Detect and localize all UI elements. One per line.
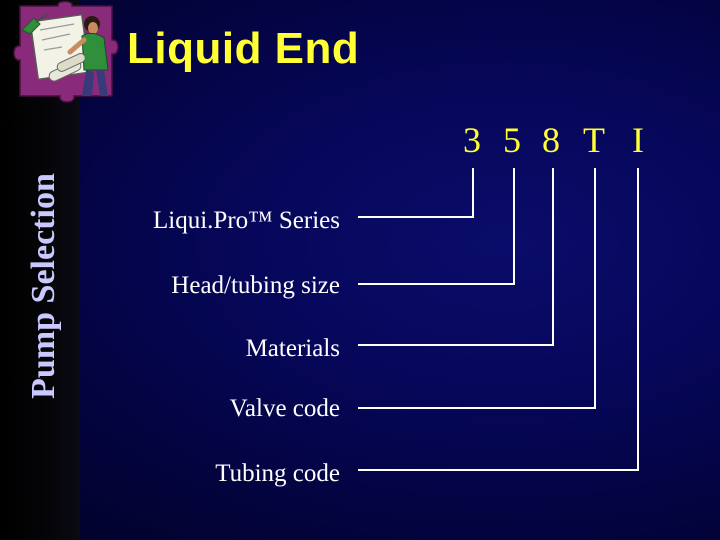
connector-head-tubing-size	[358, 168, 514, 284]
connector-materials	[358, 168, 553, 345]
connector-valve-code	[358, 168, 595, 408]
connector-series	[358, 168, 473, 217]
